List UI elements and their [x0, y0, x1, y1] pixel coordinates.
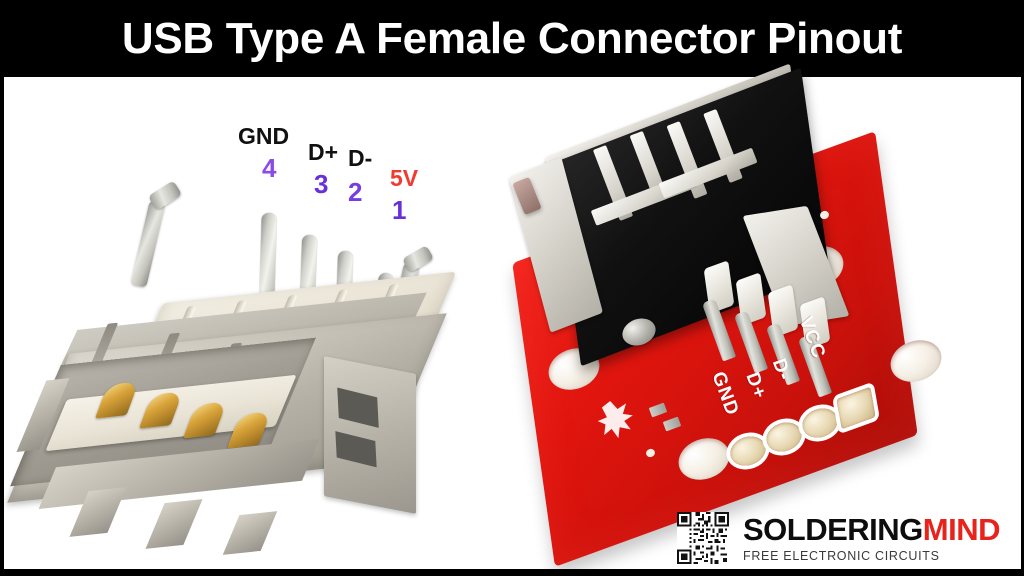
logo-tagline: FREE ELECTRONIC CIRCUITS [742, 548, 940, 563]
frame-border-bottom [0, 569, 1024, 576]
sparkfun-flame-icon [597, 401, 633, 439]
pin-label-gnd: GND [238, 123, 290, 149]
logo-word-mind: MIND [922, 511, 1001, 547]
pin-label-5v: 5V [390, 165, 419, 191]
usb-connector-illustration: GND 4 D+ 3 D- 2 5V 1 [7, 97, 484, 557]
image-stage: GND 4 D+ 3 D- 2 5V 1 [4, 63, 1021, 576]
pin-number-4: 4 [262, 153, 277, 183]
brand-logo[interactable]: SOLDERINGMIND FREE ELECTRONIC CIRCUITS [676, 511, 1001, 564]
pin-number-3: 3 [314, 169, 329, 199]
pin-number-2: 2 [348, 177, 363, 207]
logo-wordmark: SOLDERINGMIND [742, 511, 1001, 547]
logo-word-soldering: SOLDERING [742, 511, 923, 547]
mounting-leg [222, 511, 278, 555]
logo-text-block: SOLDERINGMIND FREE ELECTRONIC CIRCUITS [742, 511, 1001, 563]
pin-label-dminus: D- [348, 145, 373, 171]
pin-label-dplus: D+ [308, 139, 339, 165]
shell-side-wall [324, 356, 416, 514]
frame-border-left [0, 77, 4, 576]
shell-window [337, 387, 379, 428]
shell-window [335, 431, 377, 468]
mounting-leg [145, 499, 203, 549]
page-title: USB Type A Female Connector Pinout [121, 13, 903, 63]
qr-code-icon[interactable] [676, 512, 729, 564]
frame-border-right [1021, 77, 1024, 576]
pin-number-1: 1 [392, 195, 407, 225]
usb-breakout-board-illustration: VCC D- D+ GND [494, 63, 964, 576]
header-bar: USB Type A Female Connector Pinout [0, 0, 1024, 77]
metal-latch-tab-left [130, 200, 166, 288]
